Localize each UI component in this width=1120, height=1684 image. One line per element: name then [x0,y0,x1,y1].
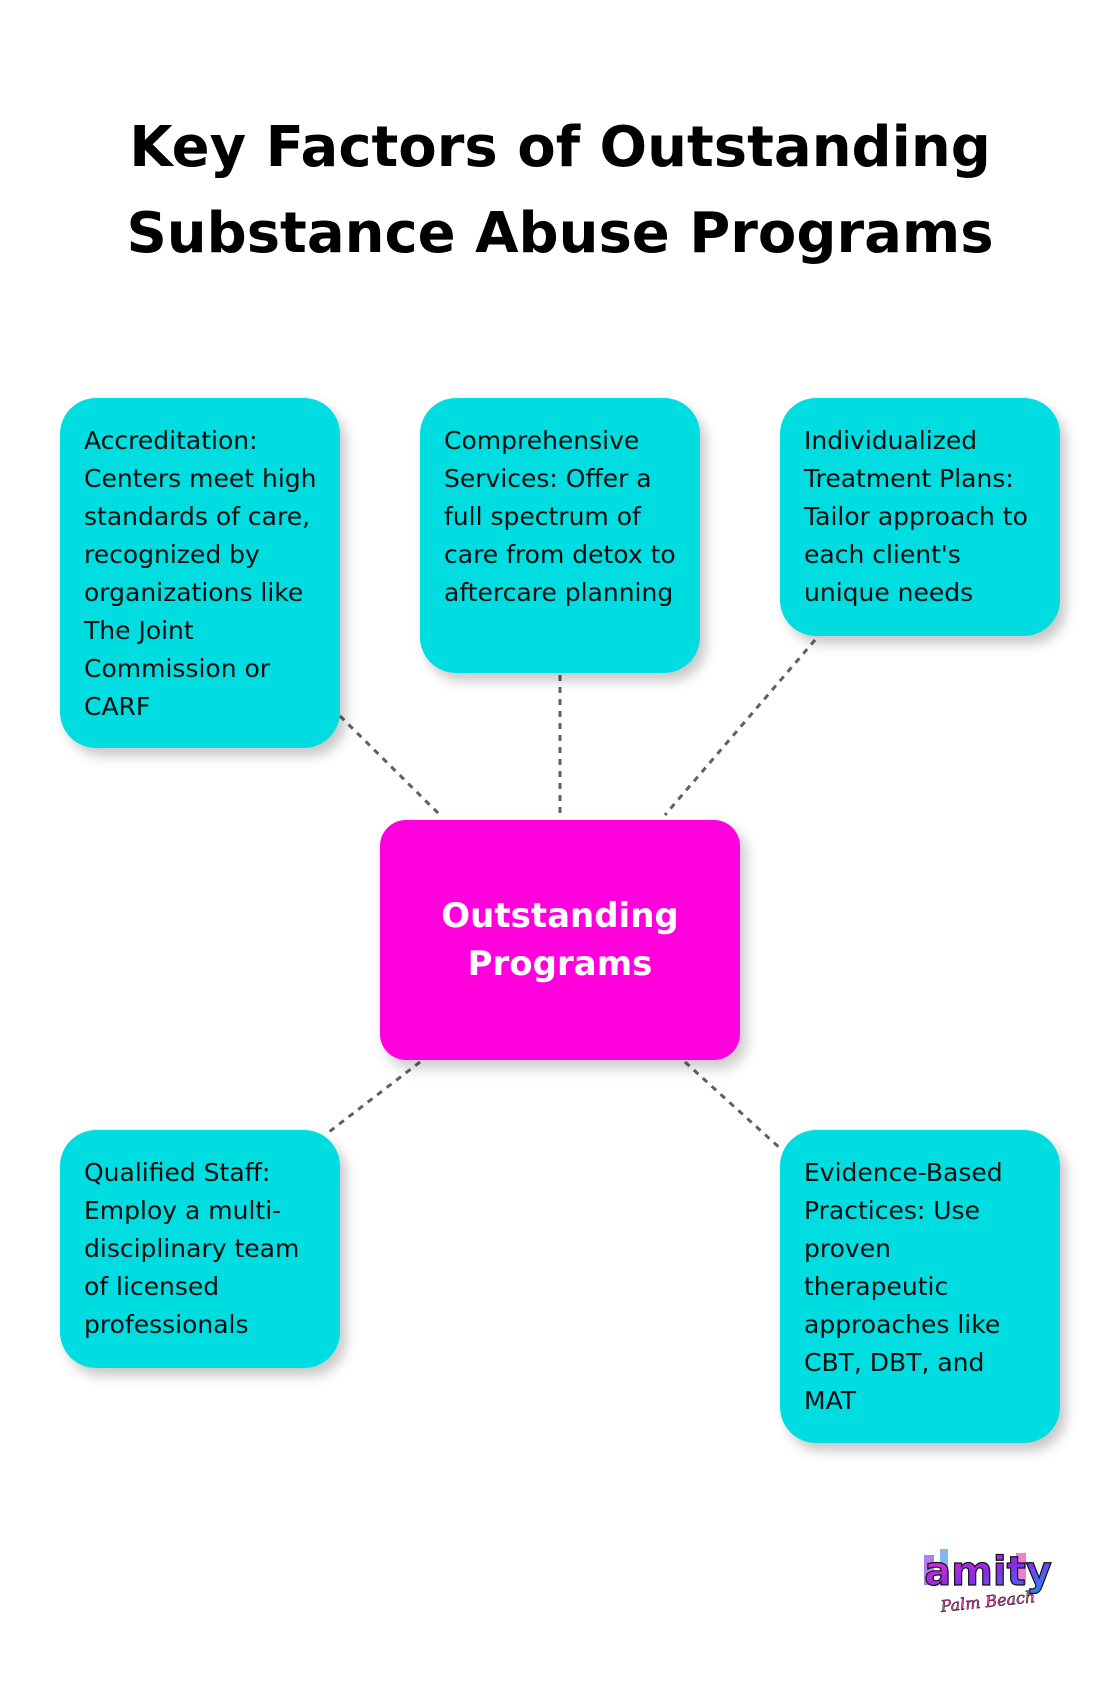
diagram-title: Key Factors of Outstanding Substance Abu… [60,105,1060,277]
amity-logo: amity Palm Beach [924,1548,1053,1616]
factor-qualified-staff: Qualified Staff: Employ a multi-discipli… [60,1130,340,1368]
connector-evidence-based [683,1060,784,1152]
central-node-label: Outstanding Programs [441,896,679,984]
title-line-2: Substance Abuse Programs [126,201,994,266]
connector-accreditation [338,714,442,817]
factor-text: Accreditation: Centers meet high standar… [84,426,317,721]
connector-individualized-plans [663,639,817,816]
factor-accreditation: Accreditation: Centers meet high standar… [60,398,340,748]
factor-evidence-based-practices: Evidence-Based Practices: Use proven the… [780,1130,1060,1443]
factor-text: Comprehensive Services: Offer a full spe… [444,426,676,607]
svg-text:amity: amity [924,1549,1052,1595]
factor-text: Individualized Treatment Plans: Tailor a… [804,426,1028,607]
factor-text: Qualified Staff: Employ a multi-discipli… [84,1158,300,1339]
connector-qualified-staff [324,1060,421,1137]
factor-individualized-treatment-plans: Individualized Treatment Plans: Tailor a… [780,398,1060,636]
factor-comprehensive-services: Comprehensive Services: Offer a full spe… [420,398,700,673]
central-node: Outstanding Programs [380,820,740,1060]
factor-text: Evidence-Based Practices: Use proven the… [804,1158,1003,1415]
title-line-1: Key Factors of Outstanding [129,115,991,180]
